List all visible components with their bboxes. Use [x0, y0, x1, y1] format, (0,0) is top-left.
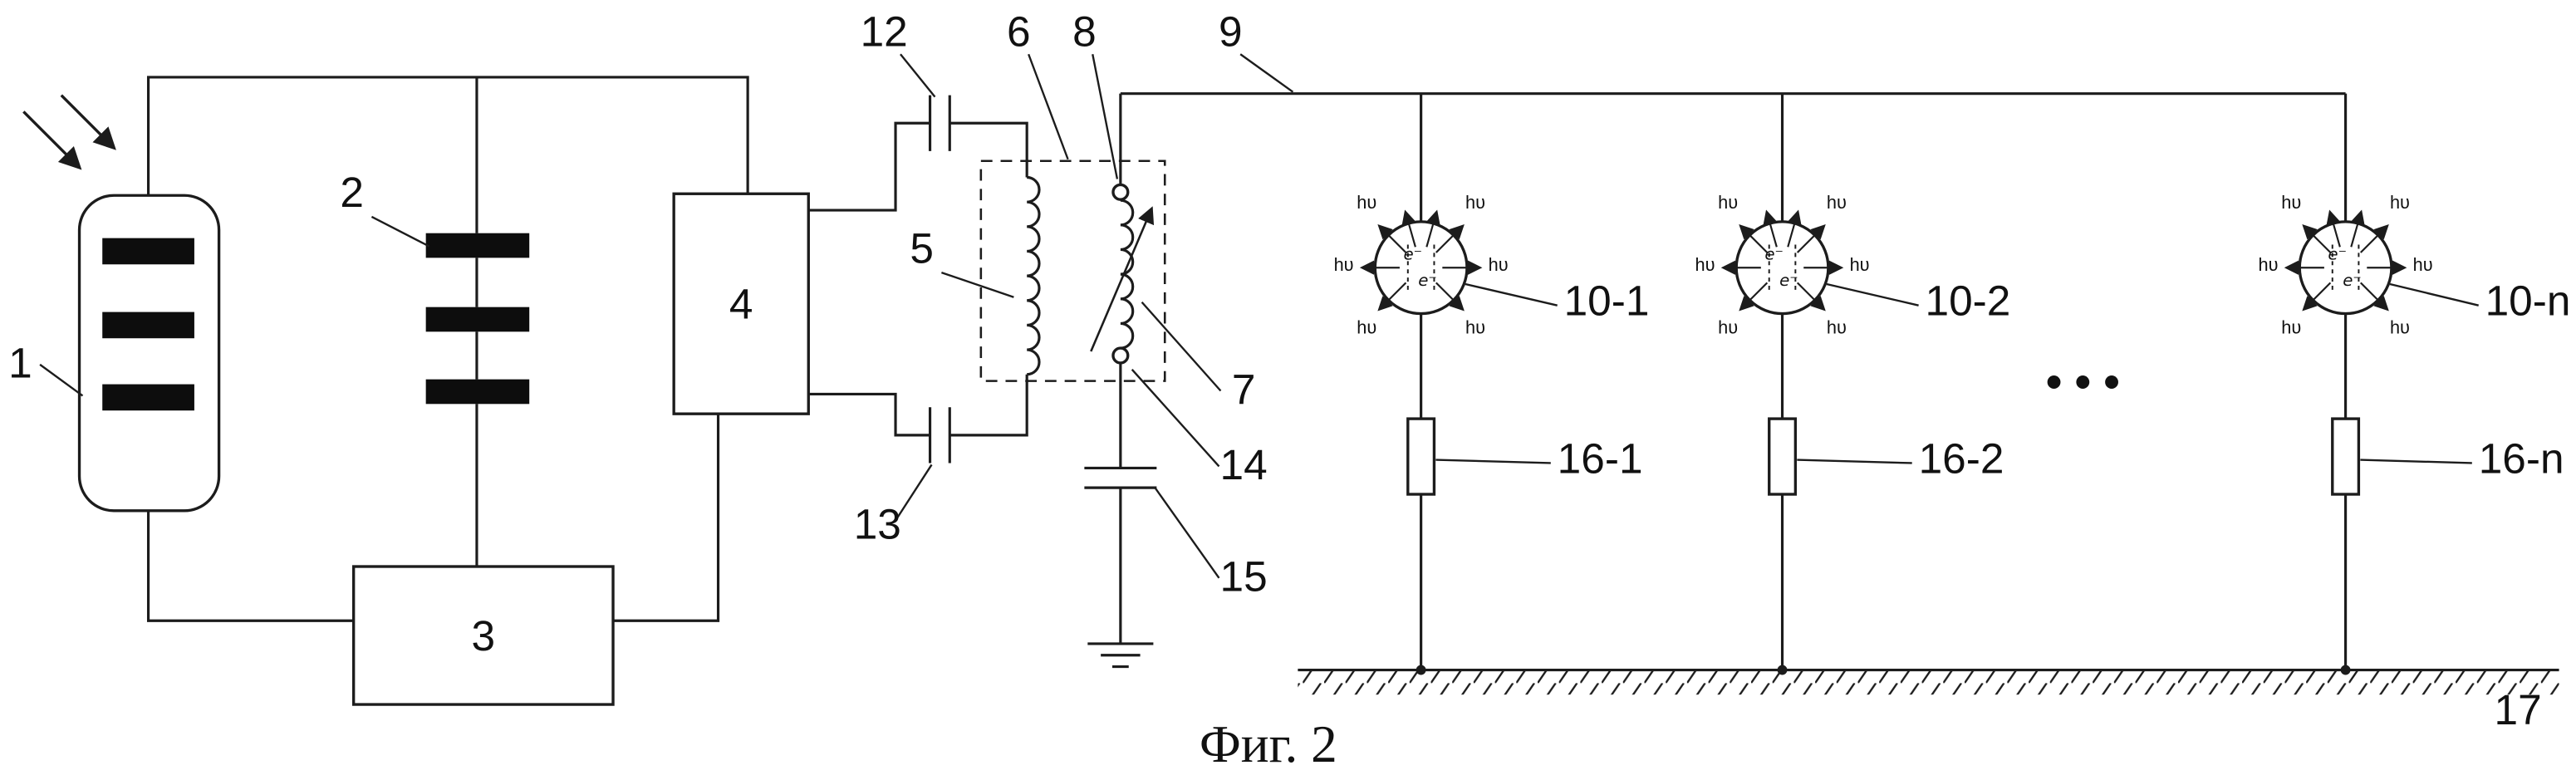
bottom-wire-right — [613, 414, 720, 622]
stack-plate — [425, 233, 530, 258]
capacitor-12 — [928, 95, 951, 151]
resistor-16-1 — [1406, 417, 1436, 496]
label-15: 15 — [1220, 552, 1268, 601]
leader-7 — [1141, 301, 1222, 392]
leader-16-2 — [1797, 459, 1912, 464]
secondary-coil — [1120, 199, 1135, 350]
tube-plate — [102, 312, 194, 339]
output-section: 9 10-1 16-1 10-2 16-2 — [1120, 7, 2571, 733]
input-section: 1 2 3 4 — [8, 76, 810, 706]
ellipsis-dots: • • • — [2046, 356, 2120, 407]
label-16-n: 16-n — [2479, 434, 2564, 482]
incident-radiation-arrows — [22, 94, 116, 170]
leader-14 — [1131, 368, 1220, 468]
label-16-1: 16-1 — [1558, 434, 1643, 482]
leader-6 — [1028, 53, 1069, 160]
capacitor-15 — [1084, 466, 1157, 489]
photodetector-tube — [77, 194, 221, 513]
resistor-16-n — [2331, 417, 2361, 496]
label-10-2: 10-2 — [1926, 277, 2011, 325]
ground-symbol — [1087, 642, 1154, 669]
leader-2 — [370, 215, 430, 248]
leader-9 — [1239, 53, 1294, 93]
label-9: 9 — [1219, 7, 1243, 55]
label-17: 17 — [2495, 685, 2542, 733]
radiation-arrow-2 — [60, 94, 116, 150]
capacitor-13 — [928, 407, 951, 464]
label-10-n: 10-n — [2485, 277, 2571, 325]
leader-10-2 — [1826, 282, 1919, 307]
ground-hatching — [1298, 670, 2559, 695]
tube-plate — [102, 384, 194, 411]
leader-15 — [1154, 487, 1220, 579]
label-6: 6 — [1007, 7, 1031, 55]
label-12: 12 — [861, 7, 908, 55]
emitter-unit-n: 10-n 16-n — [2259, 93, 2571, 675]
label-5: 5 — [910, 223, 934, 272]
leader-16-n — [2360, 459, 2472, 464]
block-3 — [351, 565, 615, 706]
primary-coil — [1027, 175, 1041, 376]
label-14: 14 — [1220, 440, 1268, 488]
transformer-dashed-box — [979, 159, 1166, 382]
leader-1 — [39, 363, 84, 397]
figure-caption: Фиг. 2 — [1200, 715, 1337, 773]
coupling-section: 12 13 6 5 8 7 14 — [808, 7, 1268, 669]
label-7: 7 — [1232, 365, 1256, 413]
label-16-2: 16-2 — [1919, 434, 2004, 482]
terminal-14 — [1111, 346, 1130, 365]
stack-plate — [425, 379, 530, 405]
upper-branch-wire-2 — [949, 121, 1028, 178]
label-10-1: 10-1 — [1564, 277, 1650, 325]
bottom-wire-left — [146, 510, 354, 622]
emitter-unit-1: 10-1 16-1 — [1334, 93, 1650, 675]
leader-10-n — [2389, 282, 2479, 307]
leader-16-1 — [1435, 459, 1551, 464]
leader-13 — [895, 464, 933, 522]
emitter-unit-2: 10-2 16-2 — [1695, 93, 2011, 675]
leader-12 — [900, 53, 936, 98]
leader-10-1 — [1465, 282, 1558, 307]
lower-branch-wire-2 — [949, 374, 1028, 437]
label-1: 1 — [8, 339, 32, 387]
stack-plate — [425, 307, 530, 332]
label-13: 13 — [854, 499, 901, 547]
resistor-16-2 — [1768, 417, 1798, 496]
variable-coupling-arrow — [1090, 206, 1155, 352]
leader-5 — [941, 272, 1014, 298]
label-8: 8 — [1072, 7, 1097, 55]
capacitor-stack — [425, 76, 530, 567]
leader-8 — [1092, 54, 1119, 179]
label-3: 3 — [472, 611, 496, 660]
lower-branch-wire — [808, 392, 930, 437]
radiation-arrow-1 — [22, 110, 82, 170]
tube-plate — [102, 238, 194, 265]
label-2: 2 — [340, 168, 364, 216]
terminal-8 — [1111, 183, 1130, 201]
block-4 — [672, 192, 810, 415]
label-4: 4 — [729, 280, 753, 328]
ground-plane — [1298, 668, 2559, 695]
upper-branch-wire — [808, 121, 930, 212]
top-wire — [146, 76, 749, 196]
